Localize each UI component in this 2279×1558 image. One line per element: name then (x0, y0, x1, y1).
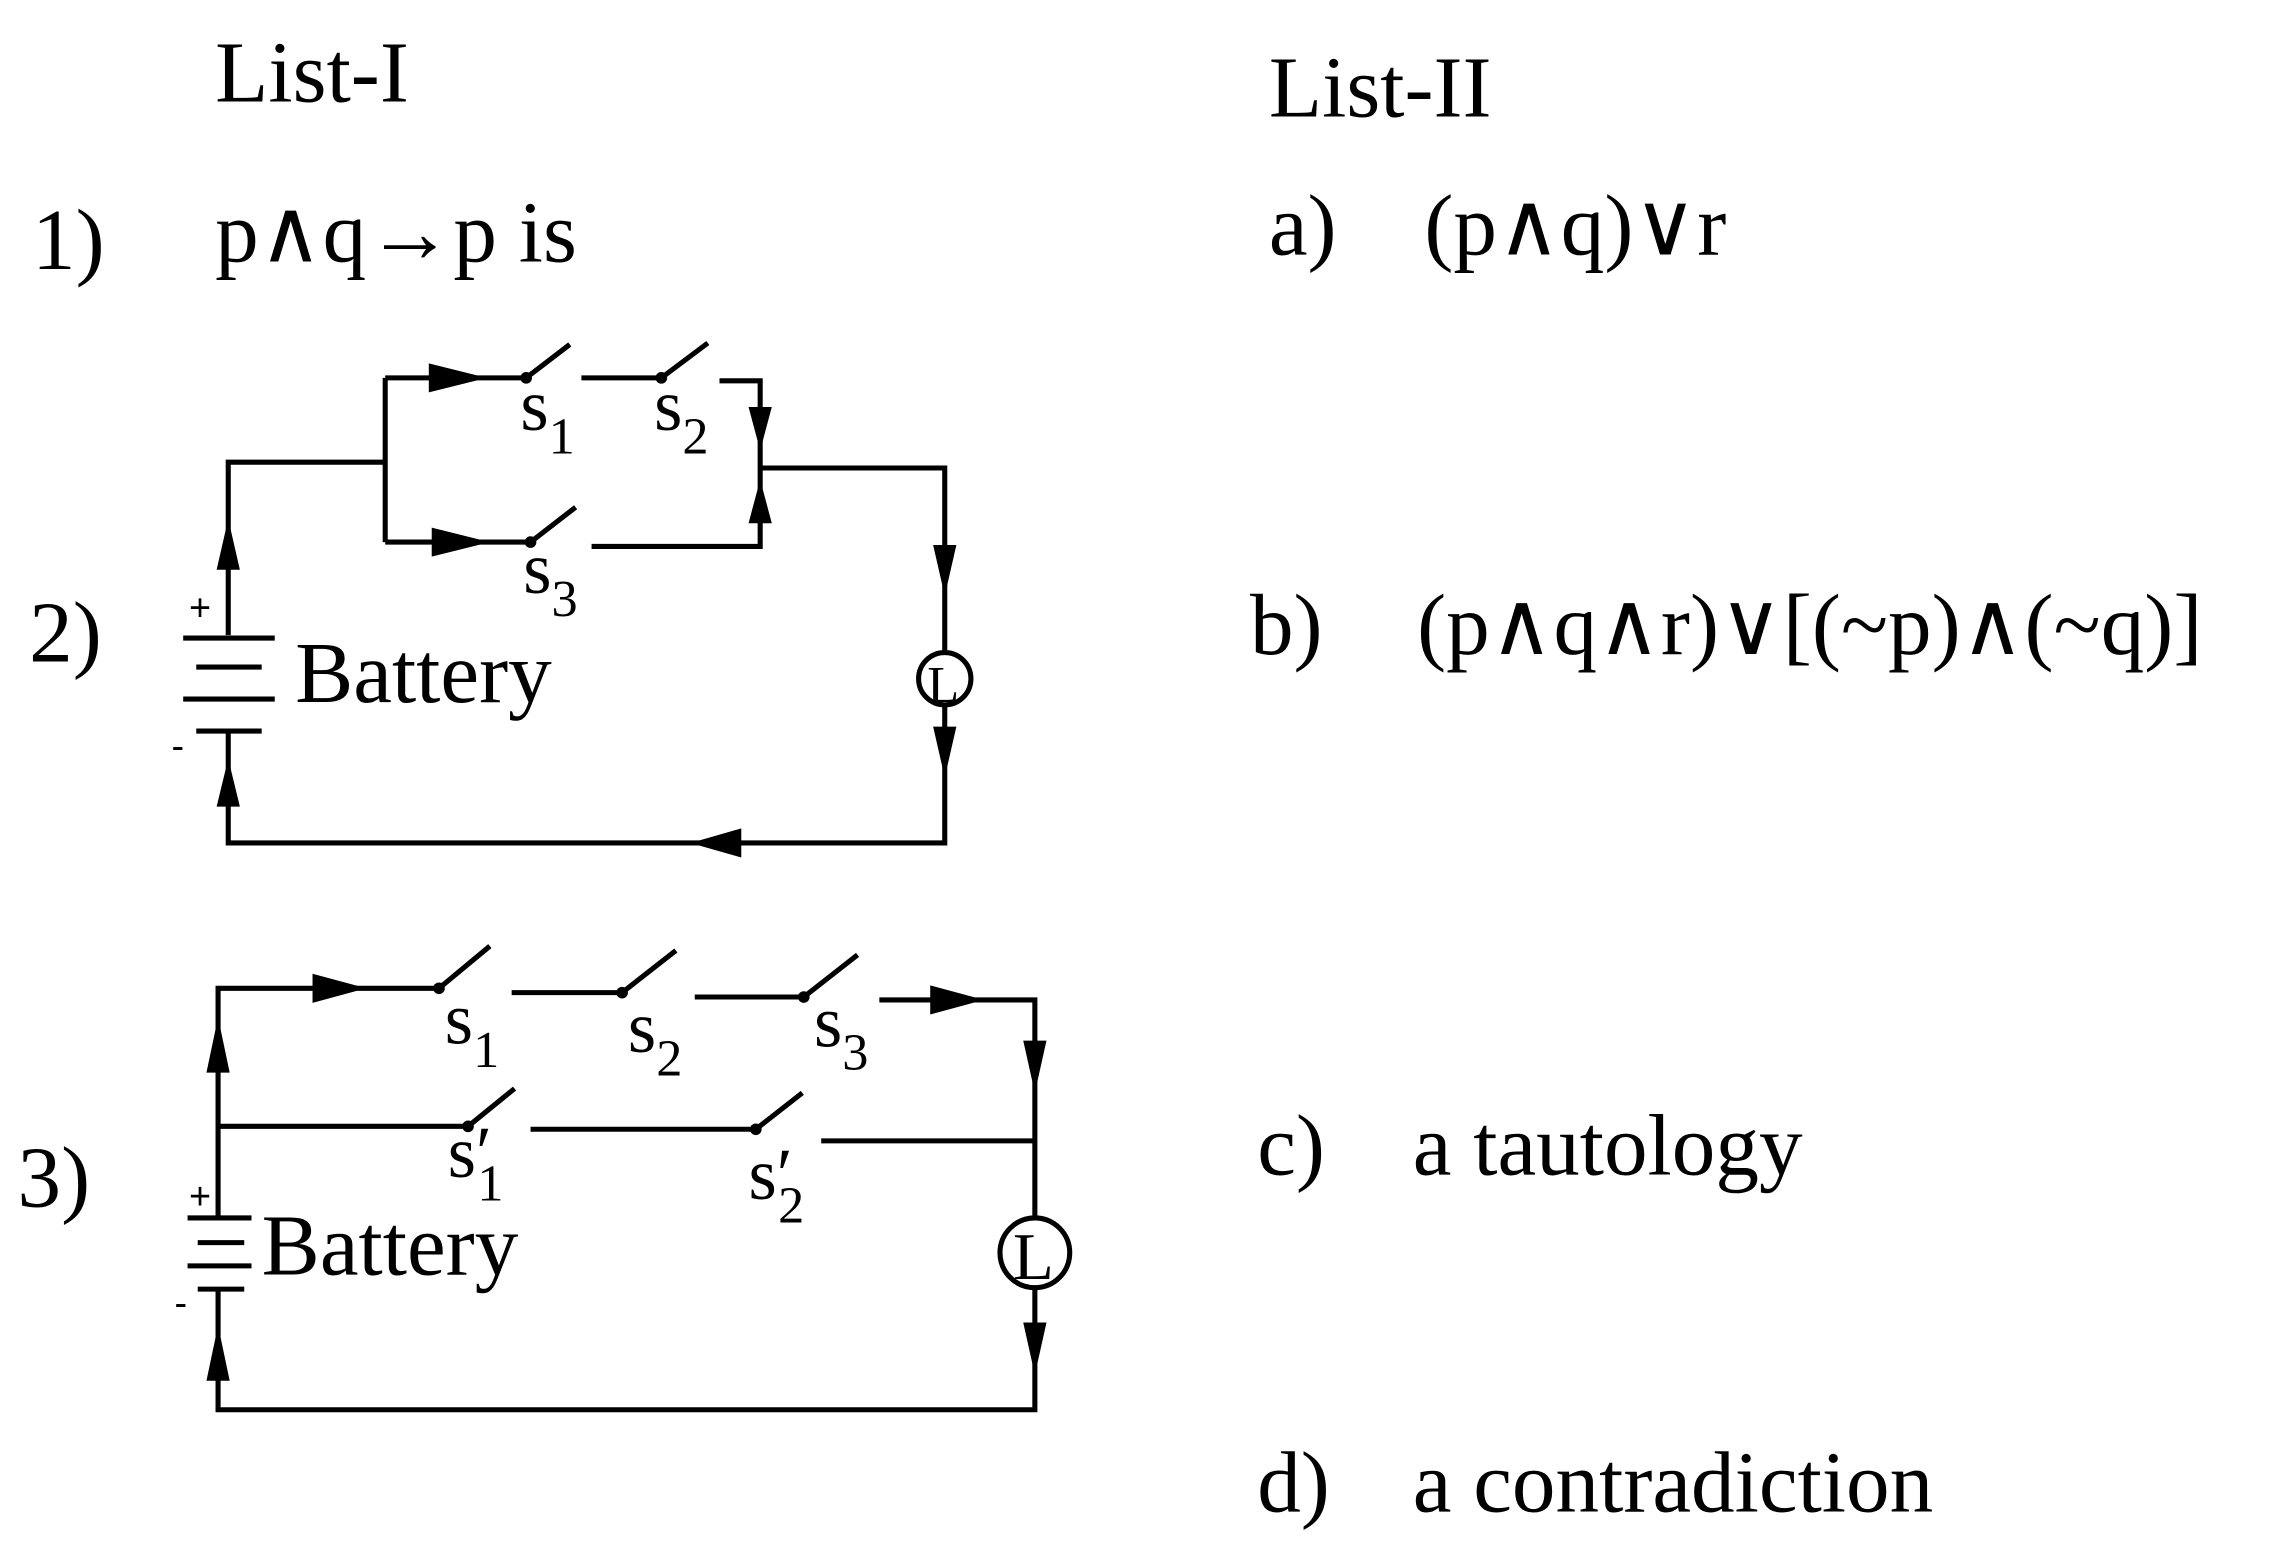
option-b-label: b) (1250, 576, 1323, 673)
arrow-icon (206, 1325, 230, 1381)
battery-label: Battery (295, 624, 552, 721)
battery-icon (187, 1215, 252, 1292)
switch-label: s′2 (749, 1134, 805, 1234)
item1-number: 1) (32, 191, 105, 288)
battery-icon (183, 635, 275, 734)
arrow-icon (431, 527, 490, 557)
option-a-label: a) (1269, 176, 1337, 273)
battery-minus: - (172, 726, 185, 768)
switch-s2 (659, 340, 710, 380)
arrow-icon (748, 479, 772, 524)
arrow-icon (930, 985, 984, 1015)
option-a-text: (p∧q)∨r (1424, 176, 1726, 273)
circuit-3: + - Battery L s1 s2 s3 s′1 s′2 (174, 944, 1073, 1413)
lamp-icon (916, 650, 974, 708)
arrow-icon (312, 973, 367, 1003)
switch-label: s3 (814, 981, 868, 1081)
switch-label: s2 (628, 987, 682, 1087)
battery-minus: - (174, 1282, 187, 1324)
arrow-icon (206, 1017, 230, 1073)
battery-plus: + (189, 1176, 211, 1218)
arrow-icon (216, 758, 240, 807)
option-b-text: (p∧q∧r)∨[(~p)∧(~q)] (1417, 576, 2202, 673)
switch-label: s′1 (448, 1112, 504, 1212)
option-c-text: a tautology (1413, 1096, 1803, 1193)
lamp-label: L (1013, 1220, 1054, 1294)
arrow-icon (428, 363, 487, 393)
arrow-icon (933, 545, 957, 596)
arrow-icon (748, 406, 772, 451)
option-c-label: c) (1257, 1096, 1325, 1193)
arrow-icon (1023, 1040, 1047, 1093)
lamp-icon (997, 1215, 1073, 1291)
arrow-icon (1023, 1322, 1047, 1375)
battery-plus: + (189, 588, 211, 630)
list2-header: List-II (1269, 38, 1492, 135)
circuit-2: + - Battery L s1 s2 s3 (172, 340, 974, 858)
item3-number: 3) (18, 1128, 91, 1225)
switch-label: s2 (654, 365, 708, 465)
option-d-label: d) (1257, 1433, 1330, 1530)
item1-text: p∧q→p is (215, 184, 577, 281)
switch-s1 (524, 342, 572, 380)
lamp-label: L (927, 656, 959, 714)
switch-label: s1 (445, 979, 499, 1079)
switch-label: s3 (523, 528, 577, 628)
option-d-text: a contradiction (1413, 1433, 1934, 1530)
battery-label: Battery (262, 1197, 519, 1294)
list1-header: List-I (215, 24, 409, 121)
arrow-icon (216, 518, 240, 570)
item2-number: 2) (29, 583, 102, 680)
switch-s3 (528, 505, 578, 545)
switch-label: s1 (520, 365, 574, 465)
arrow-icon (933, 726, 957, 778)
arrow-icon (690, 828, 742, 858)
